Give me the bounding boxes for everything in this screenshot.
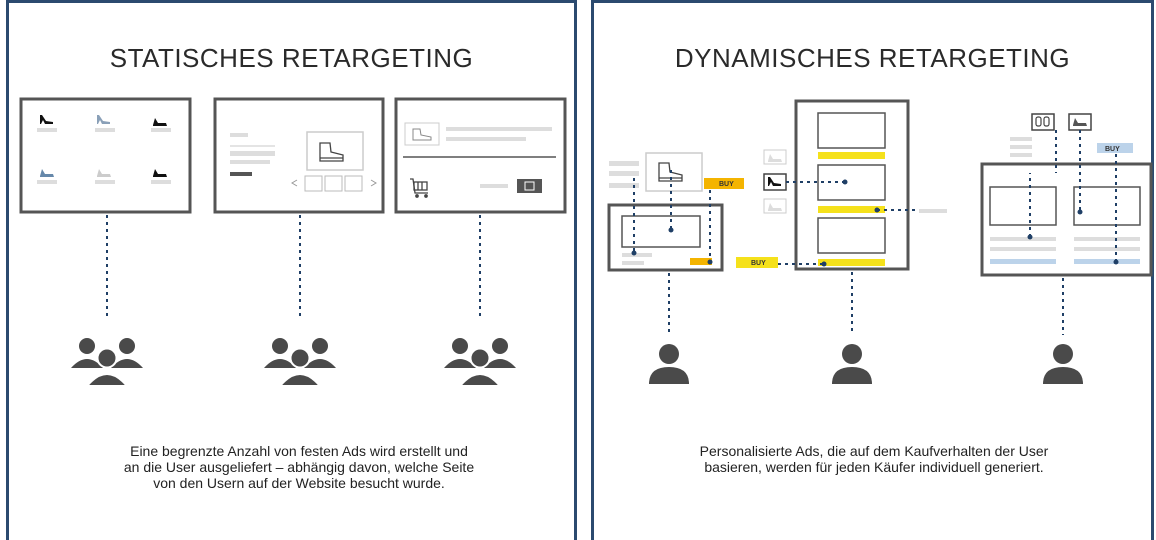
shoe-icon: [412, 128, 432, 141]
buy-label: BUY: [719, 181, 734, 188]
sandals-icon: [1035, 116, 1050, 127]
static-retargeting-panel: STATISCHES RETARGETING Eine begrenzte An…: [6, 0, 577, 540]
ad-three: BUY: [980, 113, 1153, 277]
static-description-line: an die User ausgeliefert – abhängig davo…: [123, 459, 475, 475]
static-connectors: [106, 215, 481, 320]
ad-one: BUY: [607, 152, 744, 272]
ad-two: BUY: [736, 99, 947, 271]
user-icon: [1043, 344, 1083, 384]
cart-screen: [394, 97, 567, 214]
user-icon: [832, 344, 872, 384]
product-grid-screen: [19, 97, 192, 214]
user-icon: [649, 344, 689, 384]
dynamic-description-line: Personalisierte Ads, die auf dem Kaufver…: [699, 443, 1049, 459]
static-description-line: Eine begrenzte Anzahl von festen Ads wir…: [130, 443, 468, 459]
buy-label: BUY: [1105, 146, 1120, 153]
user-group-icon: [443, 337, 517, 387]
dynamic-description: Personalisierte Ads, die auf dem Kaufver…: [654, 443, 1094, 475]
static-description: Eine begrenzte Anzahl von festen Ads wir…: [69, 443, 529, 491]
user-group-icon: [263, 337, 337, 387]
static-title: STATISCHES RETARGETING: [109, 43, 474, 73]
static-description-line: von den Usern auf der Website besucht wu…: [153, 475, 445, 491]
boot-icon: [319, 142, 344, 162]
dynamic-description-line: basieren, werden für jeden Käufer indivi…: [704, 459, 1044, 475]
dynamic-connectors: [633, 130, 1117, 335]
product-detail-screen: [213, 97, 385, 214]
connector-dots: [631, 179, 1119, 267]
user-group-icon: [70, 337, 144, 387]
cart-icon: [410, 178, 428, 198]
buy-label: BUY: [751, 260, 766, 267]
dynamic-title: DYNAMISCHES RETARGETING: [674, 43, 1071, 73]
